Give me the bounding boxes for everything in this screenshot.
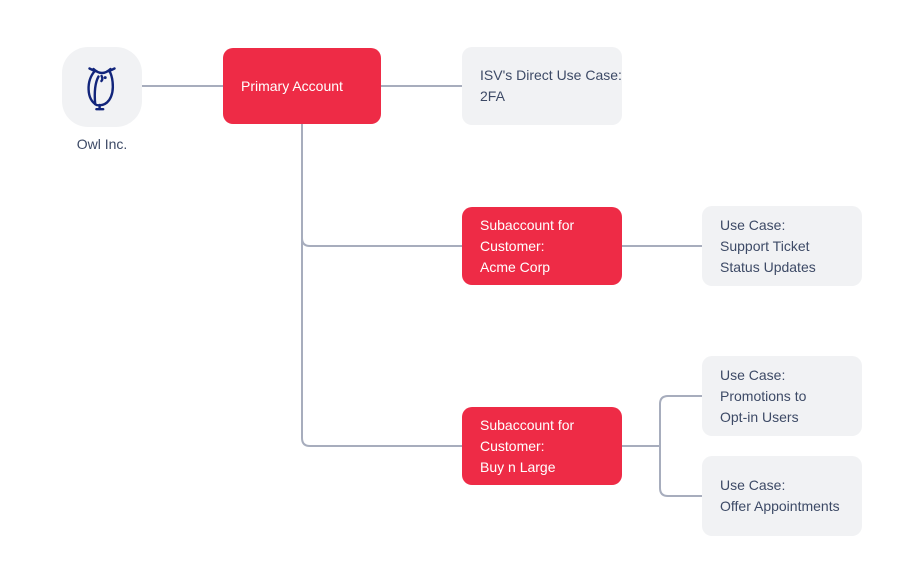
node-line: ISV's Direct Use Case: — [480, 67, 622, 83]
node-primary-account[interactable]: Primary Account — [223, 48, 381, 124]
edge-primary-to-buy-n-large — [301, 123, 463, 447]
node-line: Acme Corp — [480, 258, 551, 275]
brand-logo-tile — [62, 47, 142, 127]
node-line: Opt-in Users — [720, 408, 799, 425]
node-use-case-promotions-to-opt-in-users[interactable]: Use Case: Promotions to Opt-in Users — [702, 356, 862, 436]
edge-primary-to-acme — [301, 123, 463, 247]
edge-buy-n-large-to-appointments — [651, 445, 703, 497]
owl-icon — [87, 67, 116, 111]
brand-caption: Owl Inc. — [76, 136, 128, 152]
node-line: Use Case: — [720, 366, 786, 383]
node-line: Support Ticket — [720, 237, 810, 254]
node-line: Promotions to — [720, 387, 807, 404]
node-isv-direct-use-case[interactable]: ISV's Direct Use Case: 2FA — [462, 47, 622, 125]
node-line: Subaccount for — [480, 216, 575, 233]
node-line: 2FA — [480, 88, 505, 104]
node-use-case-support-ticket-status-updates[interactable]: Use Case: Support Ticket Status Updates — [702, 206, 862, 286]
node-line: Customer: — [480, 237, 545, 254]
node-line: Use Case: — [720, 216, 786, 233]
node-line: Buy n Large — [480, 458, 556, 475]
node-line: Offer Appointments — [720, 498, 840, 514]
node-line: Use Case: — [720, 477, 786, 493]
node-line: Subaccount for — [480, 416, 575, 433]
node-subaccount-buy-n-large[interactable]: Subaccount for Customer: Buy n Large — [462, 407, 622, 485]
edge-buy-n-large-to-promotions — [651, 395, 703, 447]
node-line: Customer: — [480, 437, 545, 454]
node-subaccount-acme-corp[interactable]: Subaccount for Customer: Acme Corp — [462, 207, 622, 285]
node-use-case-offer-appointments[interactable]: Use Case: Offer Appointments — [702, 456, 862, 536]
node-line: Status Updates — [720, 258, 816, 275]
node-line: Primary Account — [241, 77, 343, 94]
